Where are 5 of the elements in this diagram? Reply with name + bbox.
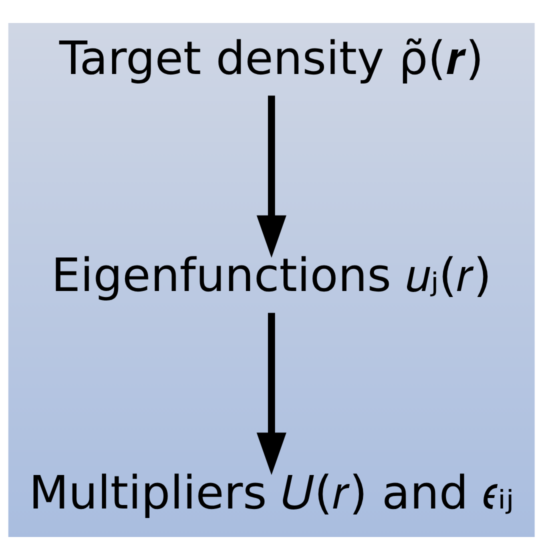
node-text: Target density ρ̃(𝒓) <box>59 30 484 84</box>
node-text: Multipliers 𝑈(𝑟) and 𝜖ᵢⱼ <box>28 464 514 519</box>
arrow <box>256 95 286 258</box>
arrow <box>256 312 286 475</box>
node-text: Eigenfunctions 𝑢ⱼ(𝑟) <box>51 248 492 302</box>
